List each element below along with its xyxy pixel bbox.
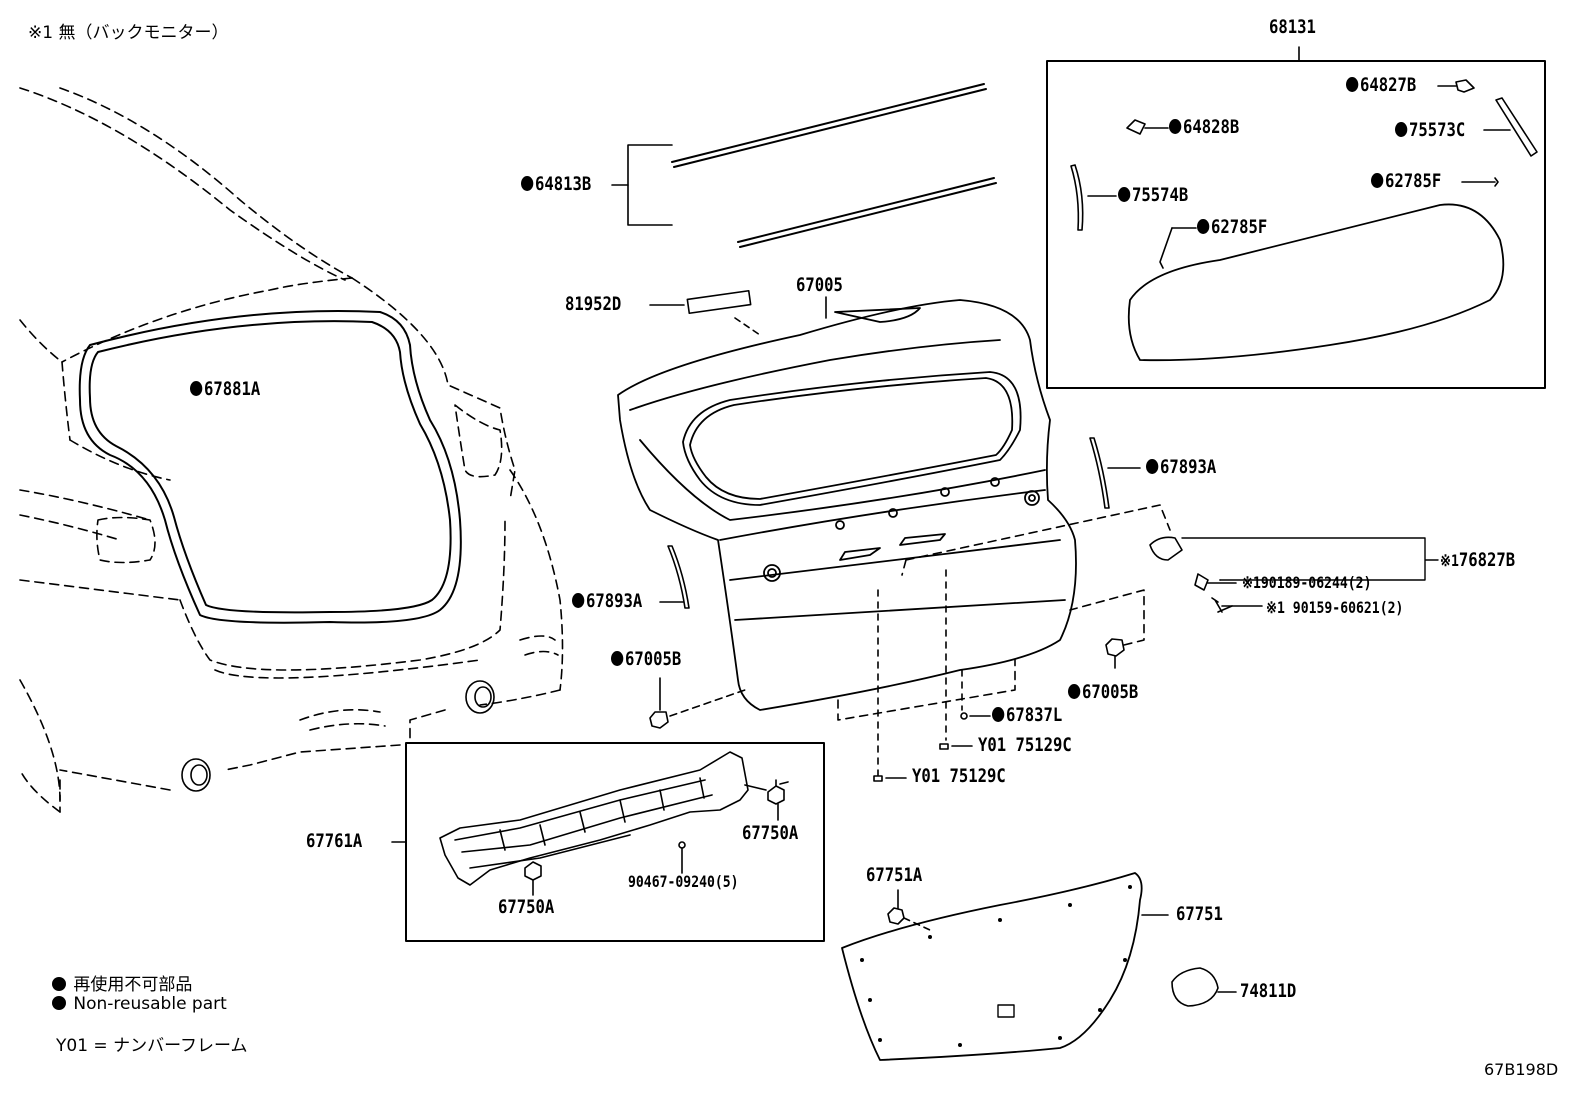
non-reusable-dot (1197, 219, 1210, 234)
back-door-67005 (617, 299, 1077, 711)
legend-line-2: Non-reusable part (52, 994, 227, 1014)
label-67750A-bottom[interactable]: 67750A (498, 896, 555, 918)
label-81952D[interactable]: 81952D (565, 293, 622, 315)
bumper-67005B-left (649, 677, 746, 729)
label-67005B-left[interactable]: 67005B (611, 650, 681, 669)
label-67881A[interactable]: 67881A (190, 380, 260, 399)
weatherstrip-67881A (78, 309, 462, 624)
part-75574B (1070, 164, 1084, 231)
non-reusable-dot (992, 707, 1005, 722)
part-62785F-a (1461, 177, 1499, 187)
non-reusable-dot (52, 996, 66, 1010)
label-75574B[interactable]: 75574B (1118, 186, 1188, 205)
label-90159-60621[interactable]: ※1 90159-60621(2) (1266, 598, 1404, 617)
label-75129C-a[interactable]: Y01 75129C (978, 734, 1072, 756)
label-75129C-b[interactable]: Y01 75129C (912, 765, 1006, 787)
non-reusable-dot (1346, 77, 1359, 92)
non-reusable-dot (1068, 684, 1081, 699)
roof-moulding-64813B (671, 83, 997, 248)
label-67005B-right[interactable]: 67005B (1068, 683, 1138, 702)
label-90467-09240[interactable]: 90467-09240(5) (628, 872, 739, 891)
non-reusable-dot (572, 593, 585, 608)
label-67005[interactable]: 67005 (796, 274, 843, 296)
clip-67751A (887, 889, 931, 931)
non-reusable-dot (1146, 459, 1159, 474)
box-68131 (1046, 60, 1546, 389)
vehicle-body-outline (19, 87, 564, 813)
label-67837L[interactable]: 67837L (992, 706, 1062, 725)
label-67761A[interactable]: 67761A (306, 830, 363, 852)
label-62785F-a[interactable]: 62785F (1371, 172, 1441, 191)
trim-holes (860, 885, 1132, 1047)
label-64828B[interactable]: 64828B (1169, 118, 1239, 137)
diagram-code: 67B198D (1484, 1060, 1559, 1079)
clip-67750A-right (744, 779, 789, 821)
label-74811D[interactable]: 74811D (1240, 980, 1297, 1002)
strip-67893A-left (667, 545, 690, 609)
non-reusable-dot (1395, 122, 1408, 137)
header-note: ※1 無（バックモニター） (28, 23, 229, 43)
legend-line-1: 再使用不可部品 (52, 970, 192, 995)
part-75573C (1495, 97, 1538, 157)
non-reusable-dot (521, 176, 534, 191)
label-62785F-b[interactable]: 62785F (1197, 218, 1267, 237)
legend-line-3: Y01 = ナンバーフレーム (56, 1036, 248, 1056)
garnish-67761A (439, 751, 749, 886)
label-64827B[interactable]: 64827B (1346, 76, 1416, 95)
strip-67893A-right (1089, 437, 1110, 509)
part-76827B (1149, 536, 1183, 561)
label-90189-06244[interactable]: ※190189-06244(2) (1242, 573, 1372, 592)
non-reusable-dot (1118, 187, 1131, 202)
label-76827B[interactable]: ※176827B (1440, 549, 1516, 571)
bumper-67005B-right (1069, 589, 1145, 669)
non-reusable-dot (1371, 173, 1384, 188)
label-67893A-left[interactable]: 67893A (572, 592, 642, 611)
label-68131[interactable]: 68131 (1269, 16, 1316, 38)
bracket-64813B (627, 144, 673, 226)
part-64827B (1455, 79, 1475, 93)
label-67751A[interactable]: 67751A (866, 864, 923, 886)
non-reusable-dot (611, 651, 624, 666)
label-67751[interactable]: 67751 (1176, 903, 1223, 925)
non-reusable-dot (1169, 119, 1182, 134)
spoiler-68131 (1127, 203, 1505, 362)
non-reusable-dot (52, 977, 66, 991)
trim-board-67751 (841, 872, 1143, 1061)
part-64828B (1126, 119, 1146, 135)
emblem-81952D (686, 289, 752, 315)
handle-74811D (1171, 967, 1237, 1007)
non-reusable-dot (190, 381, 203, 396)
label-64813B[interactable]: 64813B (521, 175, 591, 194)
clip-67750A-bottom (524, 861, 542, 896)
exhaust-tips (181, 680, 495, 792)
part-62785F-b (1159, 227, 1173, 269)
label-67893A-right[interactable]: 67893A (1146, 458, 1216, 477)
label-75573C[interactable]: 75573C (1395, 121, 1465, 140)
label-67750A-right[interactable]: 67750A (742, 822, 799, 844)
